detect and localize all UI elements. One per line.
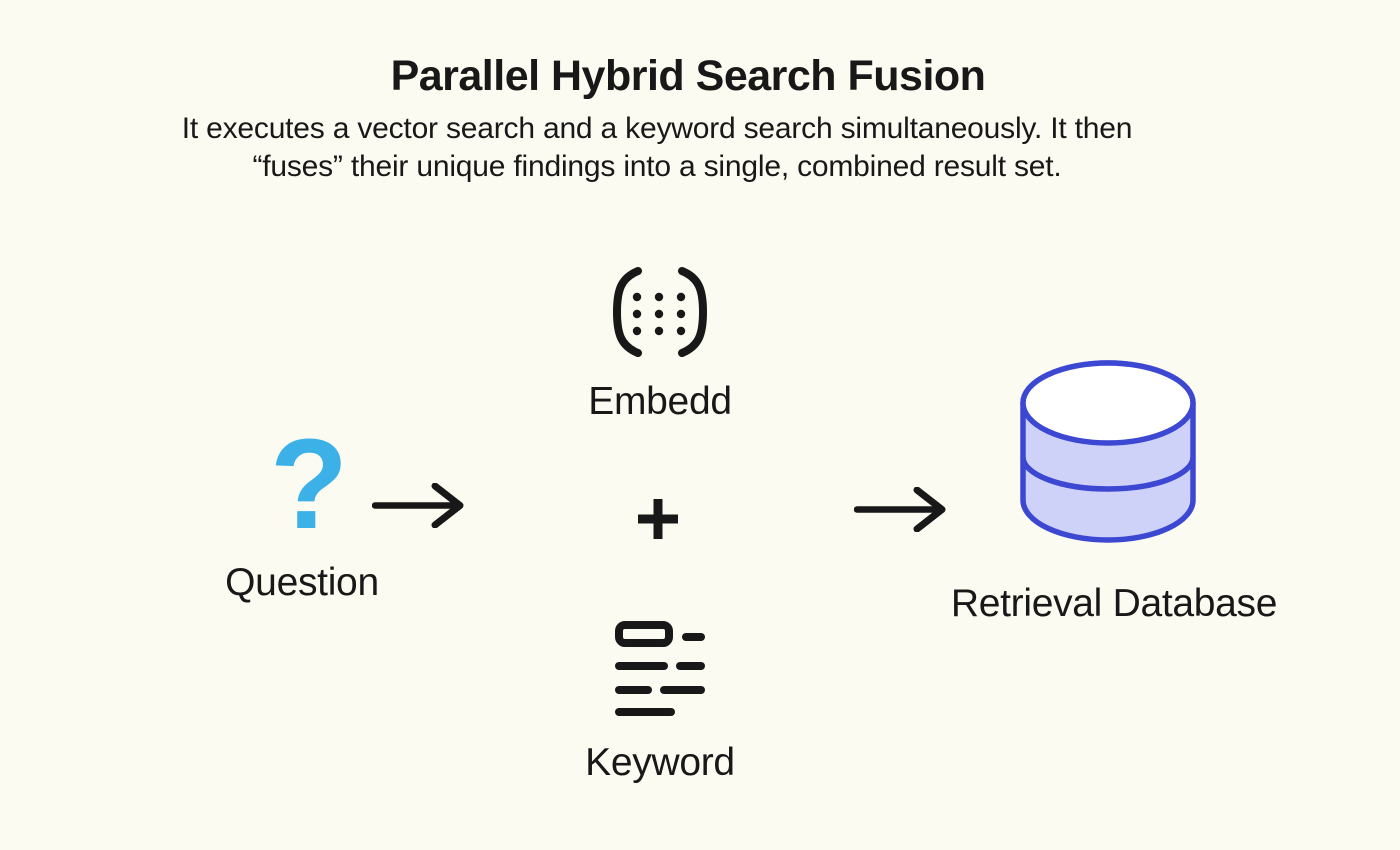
keyword-label: Keyword xyxy=(585,741,735,784)
embedding-matrix-brackets-icon xyxy=(612,267,708,357)
question-mark-icon: ? xyxy=(269,413,349,556)
subtitle-line-2: “fuses” their unique findings into a sin… xyxy=(252,150,1062,183)
plus-icon xyxy=(638,499,678,539)
database-label: Retrieval Database xyxy=(950,582,1278,625)
arrow-right-icon xyxy=(854,487,946,532)
subtitle-line-1: It executes a vector search and a keywor… xyxy=(181,112,1133,145)
database-cylinder-icon xyxy=(1020,360,1196,543)
embed-label: Embedd xyxy=(588,380,732,423)
embedding-dots xyxy=(632,292,686,336)
page-subtitle: It executes a vector search and a keywor… xyxy=(0,110,1314,186)
arrow-right-icon xyxy=(372,483,464,528)
page-title: Parallel Hybrid Search Fusion xyxy=(390,52,986,100)
keyword-text-lines-icon xyxy=(615,621,705,716)
question-label: Question xyxy=(225,561,379,604)
